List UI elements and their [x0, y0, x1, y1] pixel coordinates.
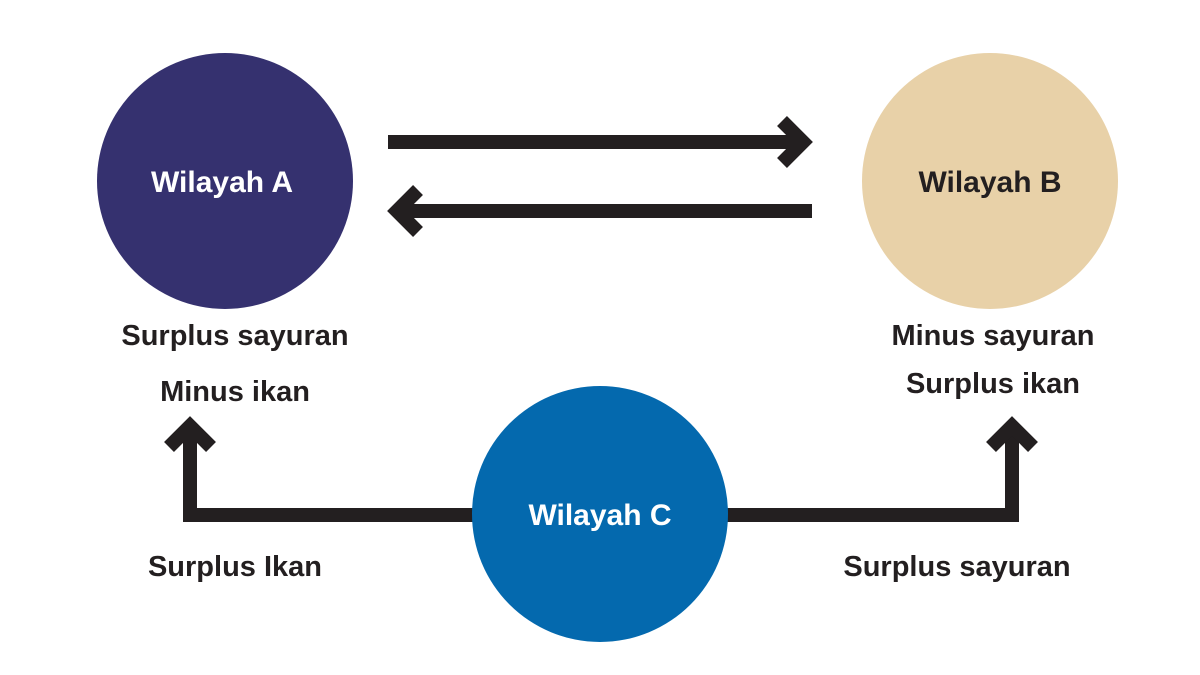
node-a-circle — [97, 53, 353, 309]
node-c-circle — [472, 386, 728, 642]
arrow-b-to-a — [387, 185, 812, 237]
label-c-vegetable-surplus: Surplus sayuran — [843, 551, 1070, 583]
label-b-fish-surplus: Surplus ikan — [906, 368, 1080, 400]
label-c-fish-surplus: Surplus Ikan — [148, 551, 322, 583]
node-wilayah-c: Wilayah C — [472, 386, 728, 642]
arrow-a-to-b — [388, 116, 813, 168]
node-b-circle — [862, 53, 1118, 309]
label-a-vegetable-surplus: Surplus sayuran — [121, 320, 348, 352]
arrow-c-to-b — [720, 416, 1038, 522]
node-wilayah-b: Wilayah B — [862, 53, 1118, 309]
arrow-c-to-a — [164, 416, 480, 522]
node-a-label: Wilayah A — [151, 166, 293, 199]
node-b-label: Wilayah B — [918, 166, 1061, 199]
node-wilayah-a: Wilayah A — [97, 53, 353, 309]
node-c-label: Wilayah C — [528, 499, 671, 532]
label-a-fish-deficit: Minus ikan — [160, 376, 310, 408]
label-b-vegetable-deficit: Minus sayuran — [891, 320, 1094, 352]
